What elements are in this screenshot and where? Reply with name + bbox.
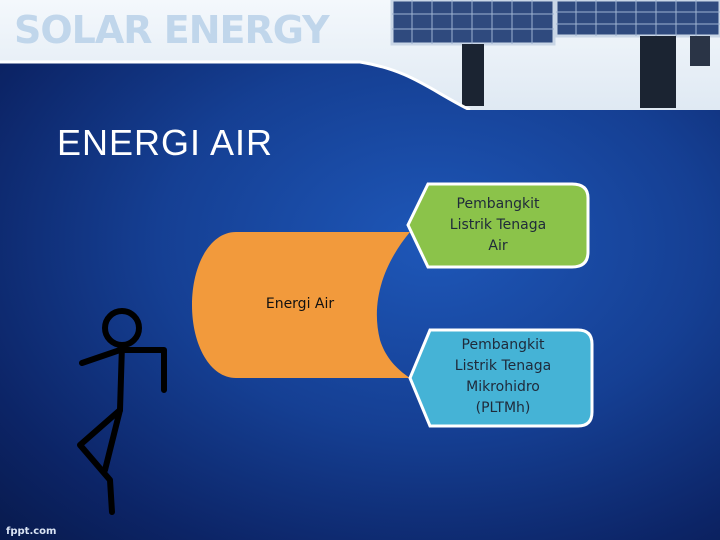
slide-title: ENERGI AIR [57,122,274,163]
center-node-label: Energi Air [265,296,335,312]
center-node-shape [192,232,410,378]
stick-figure-illustration [77,308,167,515]
branch-node-pltmh-line-4: (PLTMh) [475,400,531,416]
branch-node-pltmh-label: Pembangkit Listrik Tenaga Mikrohidro (PL… [440,335,566,419]
branch-node-pltmh-shape [408,328,594,428]
branch-node-pltA-label: Pembangkit Listrik Tenaga Air [436,194,560,257]
branch-node-pltA-line-3: Air [488,238,508,254]
solar-panel-banner-image [0,0,720,110]
solar-panel-right [554,0,720,108]
brand-text: SOLAR ENERGY [14,8,330,52]
solar-panel-left [390,0,556,106]
branch-node-pltmh-line-2: Listrik Tenaga [454,358,552,374]
header-banner: SOLAR ENERGY [0,0,720,110]
branch-node-pltmh-line-1: Pembangkit [461,337,545,353]
branch-node-pltA-line-1: Pembangkit [456,196,540,212]
branch-node-pltA-shape [406,182,590,269]
branch-node-pltmh-line-3: Mikrohidro [466,379,540,395]
footer-watermark: fppt.com [6,526,57,537]
branch-node-pltA-line-2: Listrik Tenaga [449,217,547,233]
